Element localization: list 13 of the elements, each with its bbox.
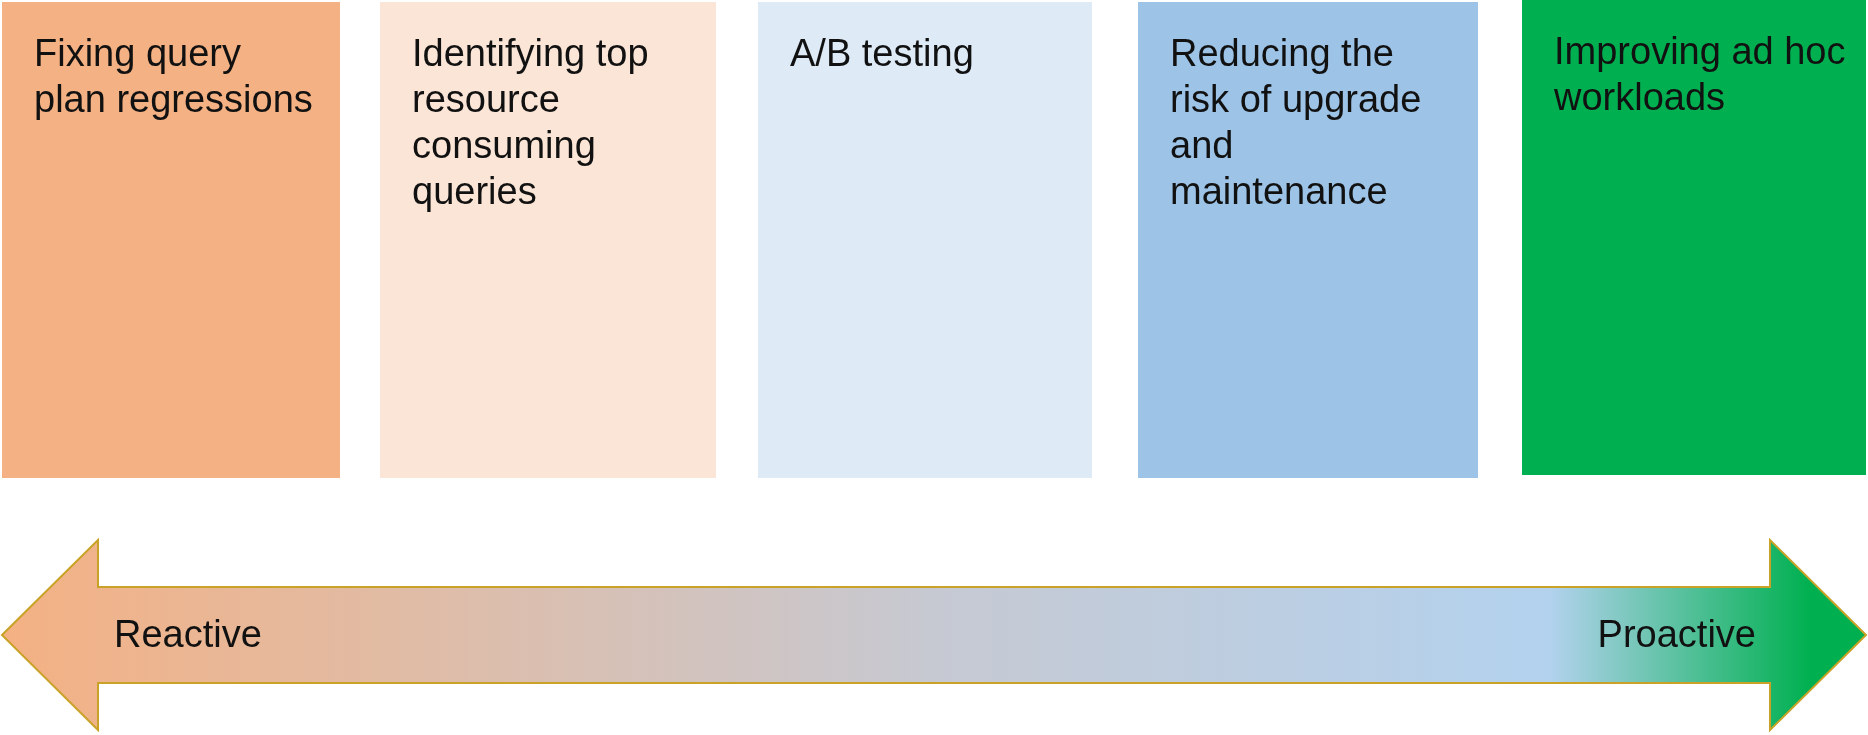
box-label: A/B testing <box>790 31 975 76</box>
category-box <box>380 2 716 478</box>
double-arrow-band <box>0 538 1868 732</box>
box-label: Improving ad hoc workloads <box>1554 29 1847 120</box>
arrow-right-label: Proactive <box>1597 612 1756 657</box>
box-label: Identifying top resource consuming queries <box>412 31 650 214</box>
category-box <box>1522 0 1866 475</box>
arrow-left-label: Reactive <box>114 612 262 657</box>
box-label: Reducing the risk of upgrade and maintenance <box>1170 31 1423 214</box>
category-box <box>2 2 340 478</box>
box-label: Fixing query plan regressions <box>34 31 314 122</box>
category-box <box>758 2 1092 478</box>
category-box <box>1138 2 1478 478</box>
